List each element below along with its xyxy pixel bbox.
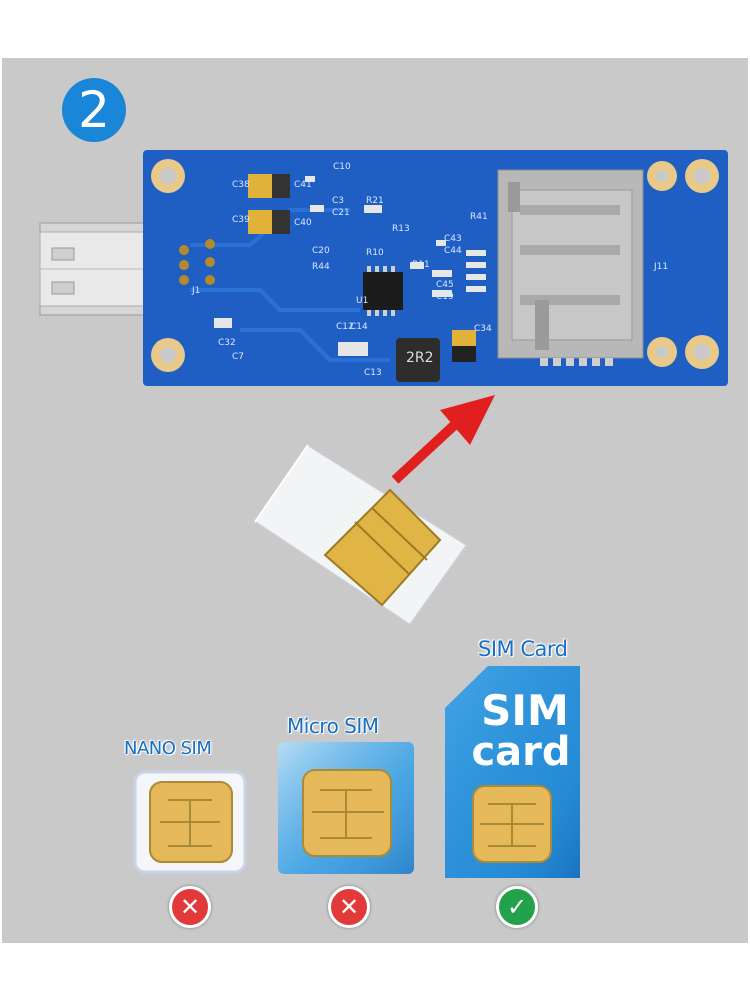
usb-connector xyxy=(39,222,156,316)
slot-label: J11 xyxy=(654,262,669,272)
silk-label: C19 xyxy=(436,292,454,302)
silk-label: R41 xyxy=(470,212,488,222)
silk-label: C13 xyxy=(364,368,382,378)
incompatible-x-icon: ✕ xyxy=(169,886,211,928)
silk-label: C43 xyxy=(444,234,462,244)
capacitor xyxy=(248,210,272,234)
incompatible-x-icon: ✕ xyxy=(328,886,370,928)
mounting-hole xyxy=(151,338,185,372)
inductor-label: 2R2 xyxy=(406,350,434,366)
silk-label: R21 xyxy=(366,196,384,206)
mounting-hole xyxy=(647,335,719,369)
silk-label: C44 xyxy=(444,246,462,256)
nano-sim-label: NANO SIM xyxy=(124,738,212,759)
sim-card-print-line1: SIM xyxy=(481,686,569,735)
mounting-hole xyxy=(647,159,719,193)
insert-direction-arrow xyxy=(391,395,495,484)
silk-label: R44 xyxy=(312,262,330,272)
silk-label: C7 xyxy=(232,352,245,362)
silk-label: C39 xyxy=(232,215,250,225)
silk-label: J1 xyxy=(192,286,201,296)
silk-label: C40 xyxy=(294,218,312,228)
nano-sim-illustration xyxy=(133,770,247,874)
large-sim-card-illustration xyxy=(253,443,469,627)
sim-card-slot xyxy=(497,169,644,366)
silk-label: C34 xyxy=(474,324,492,334)
silk-label: C32 xyxy=(218,338,236,348)
silk-label: C20 xyxy=(312,246,330,256)
silk-label: R11 xyxy=(412,260,430,270)
silk-label: C21 xyxy=(332,208,350,218)
silk-label: C41 xyxy=(294,180,312,190)
silk-label: C3 xyxy=(332,196,345,206)
inductor xyxy=(396,338,440,382)
silk-label: C45 xyxy=(436,280,454,290)
sim-card-print-line2: card xyxy=(471,729,571,775)
standard-sim-illustration xyxy=(445,666,580,878)
ic-chip xyxy=(363,272,403,310)
capacitor xyxy=(248,174,272,198)
silk-label: U1 xyxy=(356,296,369,306)
silk-label: C38 xyxy=(232,180,250,190)
mounting-hole xyxy=(151,159,185,193)
silk-label: C10 xyxy=(333,162,351,172)
sim-card-label: SIM Card xyxy=(478,637,568,661)
compatible-check-icon: ✓ xyxy=(496,886,538,928)
silk-label: C14 xyxy=(350,322,368,332)
step-number-badge: 2 xyxy=(62,78,126,142)
silk-label: C12 xyxy=(336,322,354,332)
micro-sim-label: Micro SIM xyxy=(287,714,379,738)
micro-sim-illustration xyxy=(278,742,414,874)
silk-label: R13 xyxy=(392,224,410,234)
silk-label: R10 xyxy=(366,248,384,258)
